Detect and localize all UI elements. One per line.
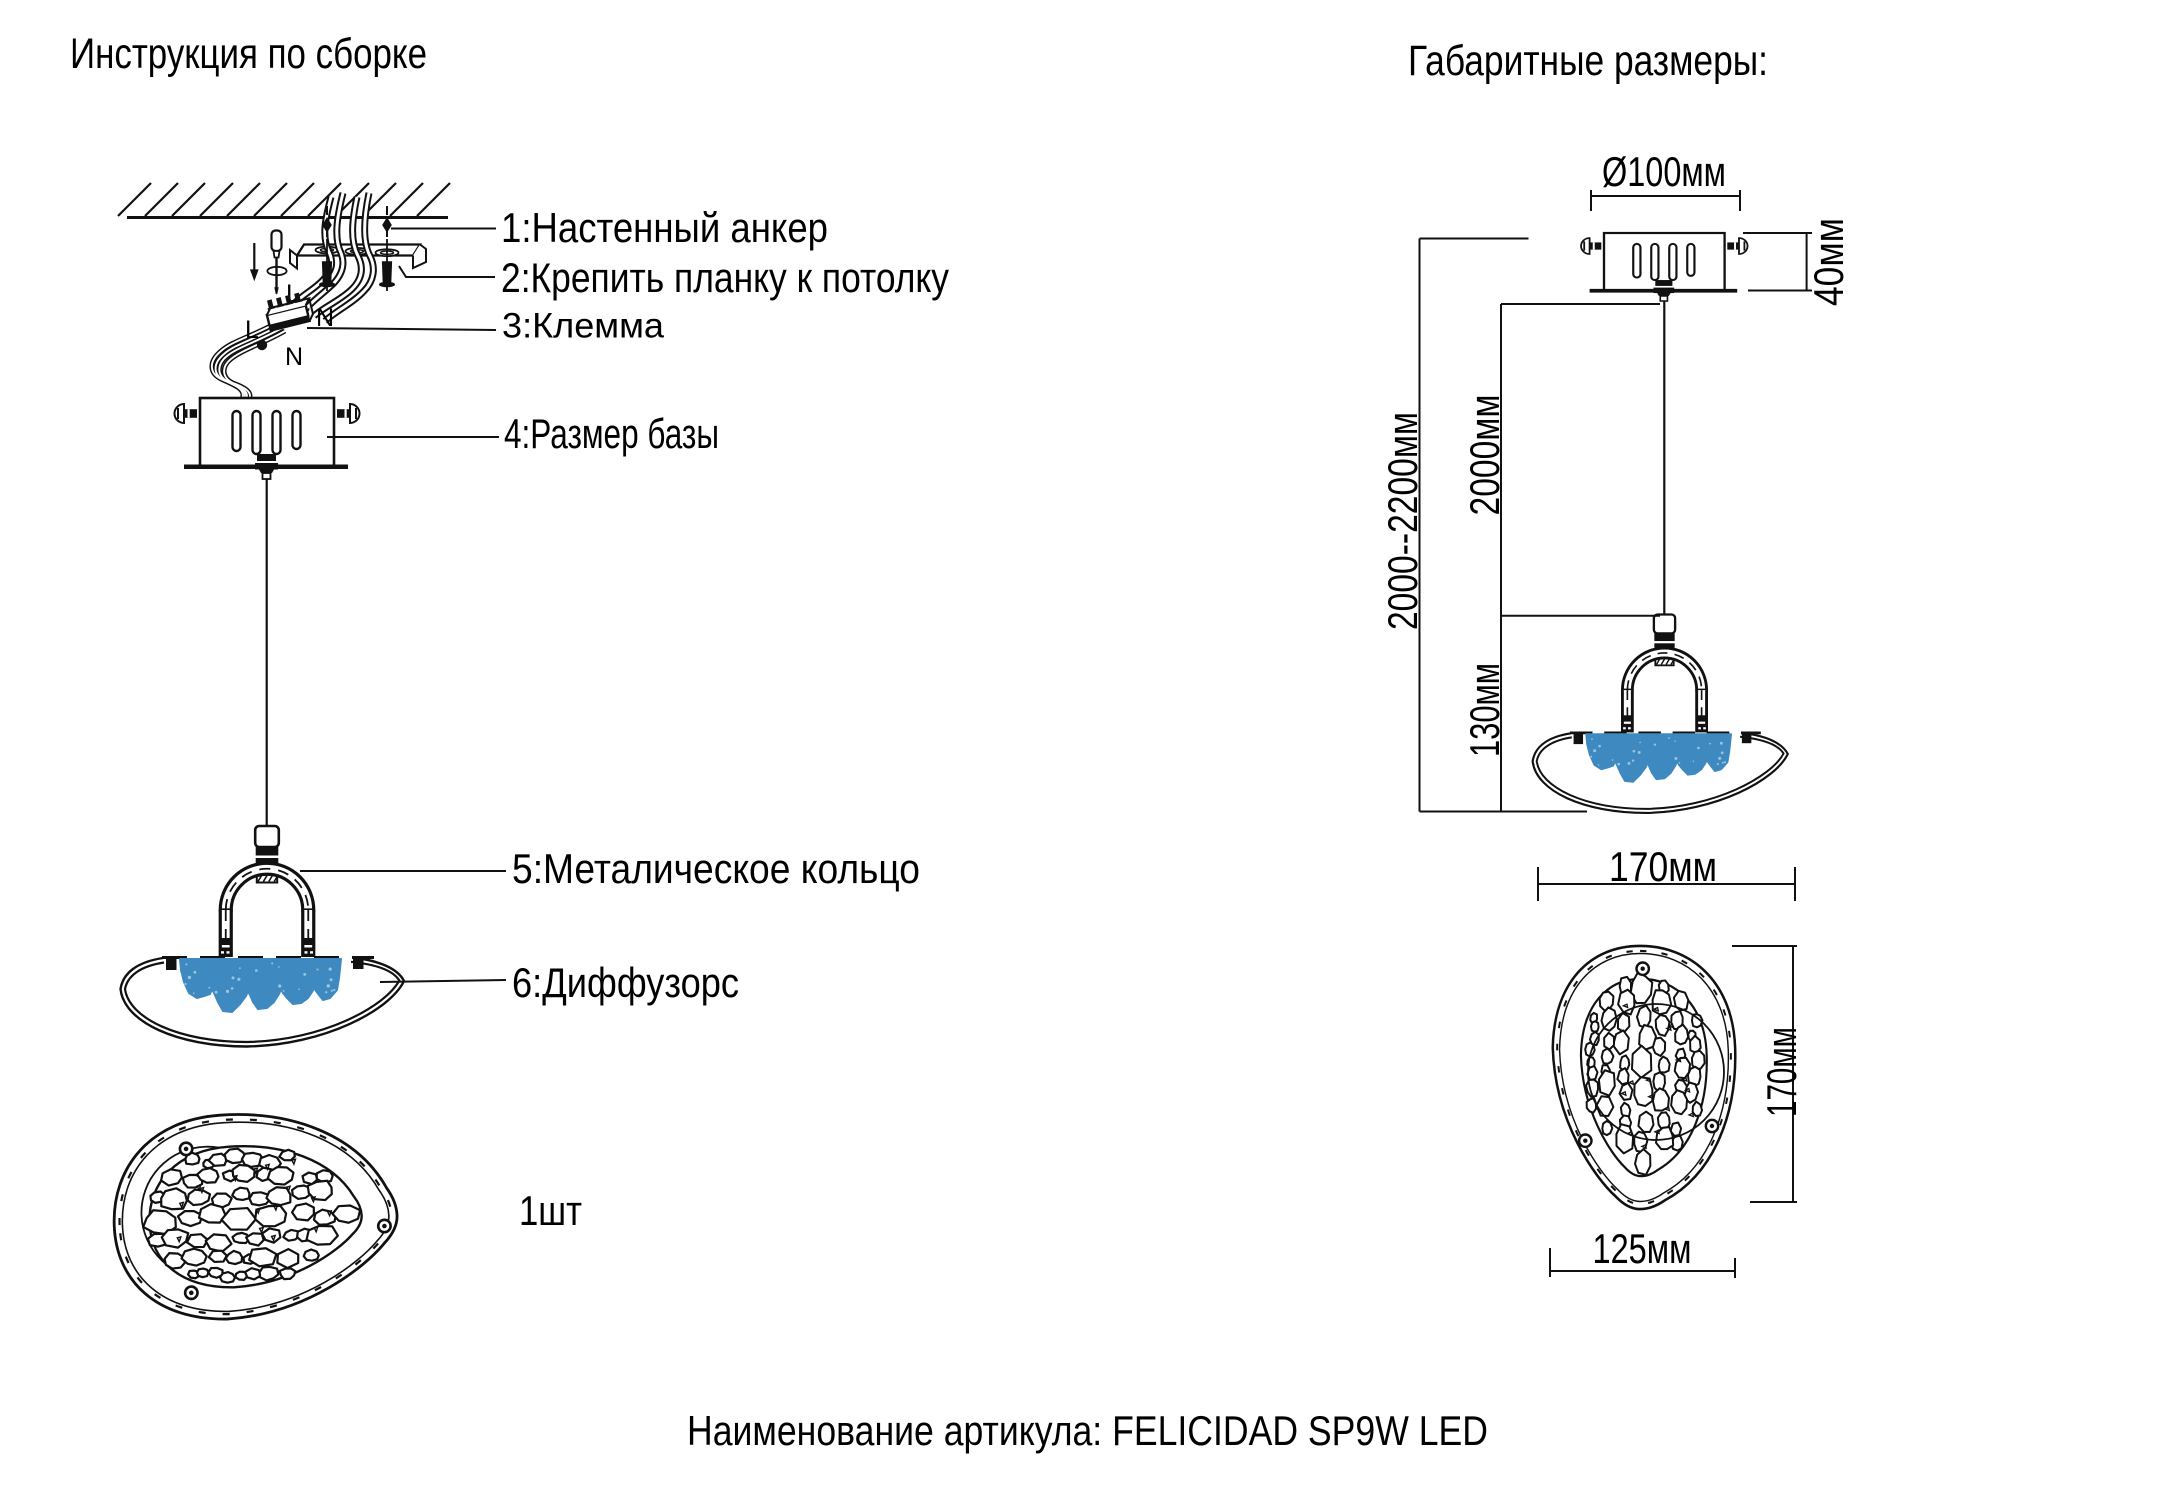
svg-text:5:Металическое кольцо: 5:Металическое кольцо [512,845,920,892]
svg-text:N: N [285,343,303,371]
svg-text:Инструкция по сборке: Инструкция по сборке [70,30,427,78]
svg-text:125мм: 125мм [1593,1225,1692,1272]
svg-text:2000--2200мм: 2000--2200мм [1379,412,1426,630]
svg-text:Ø100мм: Ø100мм [1602,148,1726,195]
svg-text:Наименование артикула: FELICID: Наименование артикула: FELICIDAD SP9W LE… [687,1407,1488,1454]
svg-text:40мм: 40мм [1805,218,1852,306]
svg-text:130мм: 130мм [1461,663,1508,757]
svg-text:2000мм: 2000мм [1461,395,1508,516]
svg-text:4:Размер базы: 4:Размер базы [504,410,719,457]
svg-text:170мм: 170мм [1758,1027,1805,1117]
svg-text:6:Диффузорс: 6:Диффузорс [512,959,739,1006]
svg-text:1шт: 1шт [519,1187,582,1234]
svg-text:N: N [316,304,334,332]
svg-text:L: L [245,316,259,344]
svg-text:170мм: 170мм [1609,843,1717,890]
svg-text:1:Настенный анкер: 1:Настенный анкер [501,204,828,251]
svg-text:2:Крепить планку к потолку: 2:Крепить планку к потолку [501,254,949,301]
svg-text:3:Клемма: 3:Клемма [502,307,665,346]
svg-text:Габаритные размеры:: Габаритные размеры: [1408,37,1768,85]
